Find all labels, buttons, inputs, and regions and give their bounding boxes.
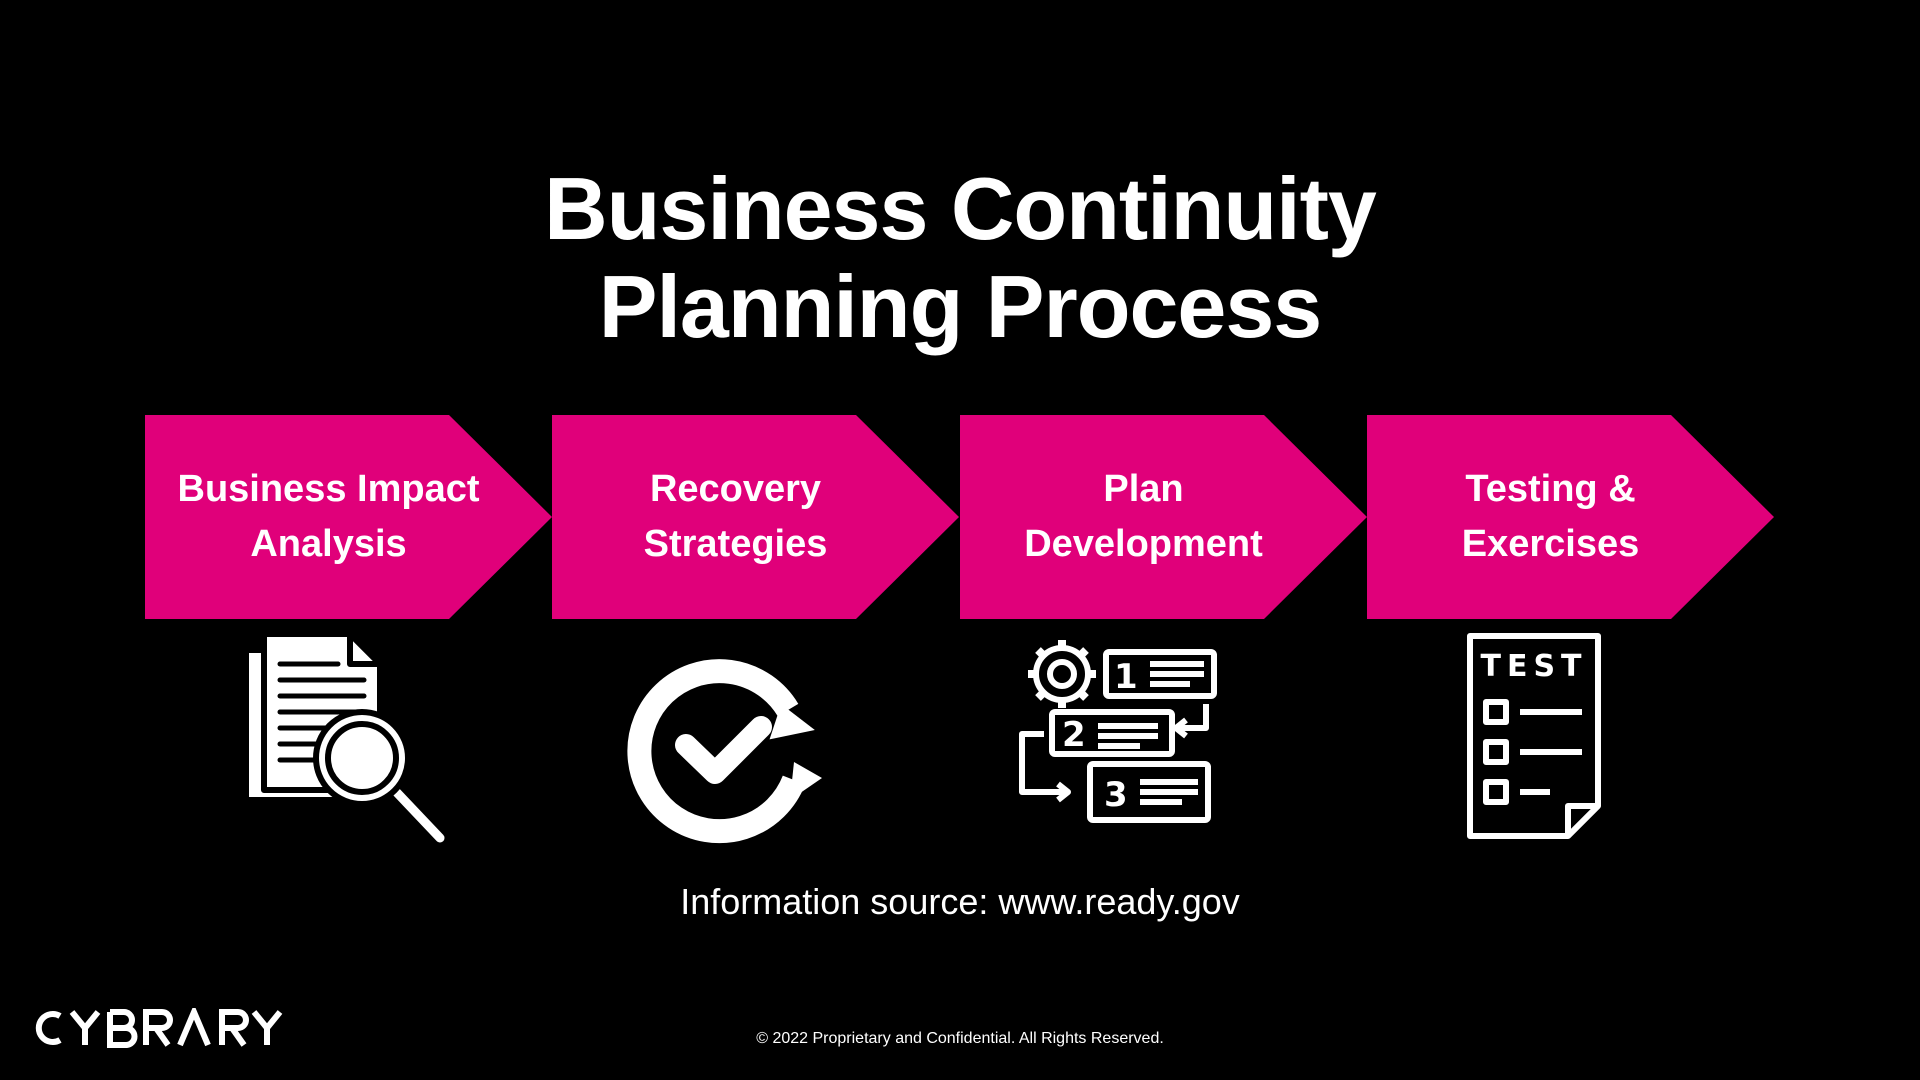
title-line-1: Business Continuity <box>544 159 1377 258</box>
step-label: Business Impact Analysis <box>164 462 494 572</box>
step-business-impact-analysis: Business Impact Analysis <box>145 415 552 619</box>
test-checklist-icon: TEST <box>1420 630 1660 860</box>
step-label-line-1: Plan <box>1103 468 1184 510</box>
step-label-line-1: Recovery <box>649 468 822 510</box>
numbered-workflow-icon: 1 2 3 <box>1010 630 1250 860</box>
test-icon-text: TEST <box>1480 649 1587 684</box>
step-testing-exercises: Testing & Exercises <box>1367 415 1774 619</box>
step-label: Plan Development <box>979 462 1309 572</box>
step-label-line-2: Analysis <box>250 523 407 565</box>
step-label-line-2: Exercises <box>1461 523 1640 565</box>
workflow-number-1: 1 <box>1114 657 1138 697</box>
cybrary-logo <box>32 1008 288 1048</box>
step-label-line-2: Development <box>1024 523 1263 565</box>
title-line-2: Planning Process <box>598 257 1322 356</box>
slide-title: Business Continuity Planning Process <box>0 160 1920 356</box>
workflow-number-2: 2 <box>1062 715 1086 755</box>
step-label-line-2: Strategies <box>643 523 828 565</box>
information-source: Information source: www.ready.gov <box>680 881 1240 922</box>
step-label: Recovery Strategies <box>571 462 901 572</box>
step-recovery-strategies: Recovery Strategies <box>552 415 959 619</box>
circular-check-icon <box>612 630 852 860</box>
step-label-line-1: Testing & <box>1465 468 1636 510</box>
copyright-notice: © 2022 Proprietary and Confidential. All… <box>756 1030 1164 1047</box>
document-magnifier-icon <box>230 630 470 860</box>
step-label-line-1: Business Impact <box>177 468 480 510</box>
workflow-number-3: 3 <box>1104 775 1128 815</box>
step-label: Testing & Exercises <box>1386 462 1716 572</box>
step-plan-development: Plan Development <box>960 415 1367 619</box>
